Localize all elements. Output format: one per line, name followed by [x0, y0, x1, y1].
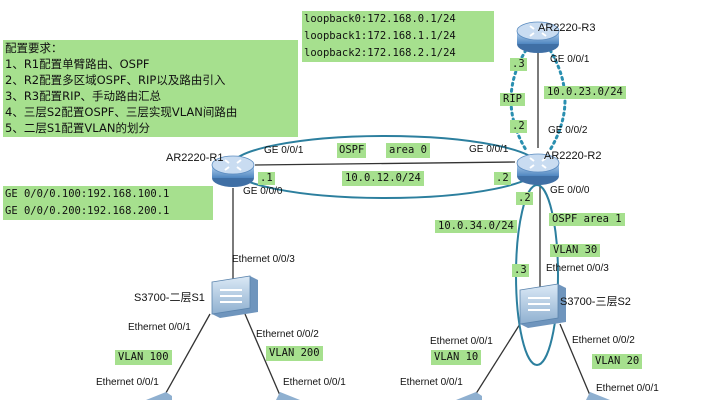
pc-icon: [146, 392, 172, 400]
port-label: GE 0/0/1: [550, 54, 590, 65]
router-icon[interactable]: [516, 21, 560, 53]
loopback-entry: loopback2:172.168.2.1/24: [304, 47, 456, 59]
host-label: .3: [510, 58, 527, 71]
port-label: Ethernet 0/0/1: [283, 377, 346, 388]
subnet-label: 10.0.12.0/24: [342, 171, 424, 186]
requirements-title: 配置要求：: [5, 41, 63, 55]
requirement-item: 1、R1配置单臂路由、OSPF: [5, 57, 150, 71]
router-icon[interactable]: [211, 155, 255, 187]
link-s2-pc-right: [559, 323, 593, 400]
vlan-label: VLAN 20: [592, 354, 643, 369]
pc-icon: [276, 392, 300, 400]
vlan-label: VLAN 30: [550, 244, 601, 257]
port-label: Ethernet 0/0/2: [256, 329, 319, 340]
port-label: Ethernet 0/0/2: [572, 335, 635, 346]
subnet-label: 10.0.23.0/24: [544, 86, 626, 99]
loopback-entry: loopback0:172.168.0.1/24: [304, 13, 456, 25]
link-s2-pc-left: [471, 323, 521, 400]
r1-subif-box: GE 0/0/0.100:192.168.100.1 GE 0/0/0.200:…: [3, 186, 213, 220]
host-label: .2: [494, 172, 511, 185]
area-label: area 0: [386, 143, 430, 158]
switch-icon[interactable]: [519, 283, 566, 328]
requirement-item: 5、二层S1配置VLAN的划分: [5, 121, 150, 135]
requirement-item: 2、R2配置多区域OSPF、RIP以及路由引入: [5, 73, 226, 87]
vlan-label: VLAN 100: [115, 350, 172, 365]
vlan-label: VLAN 200: [266, 346, 323, 361]
port-label: Ethernet 0/0/1: [596, 383, 659, 394]
device-name-s1: S3700-二层S1: [134, 292, 205, 304]
port-label: Ethernet 0/0/1: [430, 336, 493, 347]
port-label: GE 0/0/0: [243, 186, 283, 197]
port-label: Ethernet 0/0/3: [546, 263, 609, 274]
vlan-label: VLAN 10: [431, 350, 482, 365]
switch-icon[interactable]: [211, 275, 258, 318]
link-r1-r2: [254, 161, 516, 166]
ospf-label: OSPF: [337, 143, 367, 158]
host-label: .3: [512, 264, 529, 277]
rip-label: RIP: [500, 93, 525, 106]
area-label: OSPF area 1: [549, 213, 625, 226]
pc-icon: [456, 392, 482, 400]
requirements-box: 配置要求： 1、R1配置单臂路由、OSPF 2、R2配置多区域OSPF、RIP以…: [3, 40, 298, 137]
port-label: Ethernet 0/0/1: [128, 322, 191, 333]
device-name-r3: AR2220-R3: [538, 22, 596, 34]
device-name-r2: AR2220-R2: [544, 150, 602, 162]
requirement-item: 3、R3配置RIP、手动路由汇总: [5, 89, 161, 103]
requirement-item: 4、三层S2配置OSPF、三层实现VLAN间路由: [5, 105, 238, 119]
host-label: .2: [516, 192, 533, 205]
subif-entry: GE 0/0/0.100:192.168.100.1: [5, 188, 170, 200]
subnet-label: 10.0.34.0/24: [435, 220, 517, 233]
port-label: Ethernet 0/0/3: [232, 254, 295, 265]
link-s1-pc-left: [161, 313, 211, 400]
loopback-box: loopback0:172.168.0.1/24 loopback1:172.1…: [302, 11, 494, 62]
loopback-entry: loopback1:172.168.1.1/24: [304, 30, 456, 42]
link-s1-pc-right: [244, 313, 283, 400]
port-label: GE 0/0/1: [469, 144, 509, 155]
port-label: GE 0/0/2: [548, 125, 588, 136]
router-icon[interactable]: [516, 153, 560, 185]
port-label: GE 0/0/1: [264, 145, 304, 156]
port-label: Ethernet 0/0/1: [96, 377, 159, 388]
port-label: Ethernet 0/0/1: [400, 377, 463, 388]
port-label: GE 0/0/0: [550, 185, 590, 196]
host-label: .2: [510, 120, 527, 133]
device-name-s2: S3700-三层S2: [560, 296, 631, 308]
pc-icon: [586, 392, 610, 400]
device-name-r1: AR2220-R1: [166, 152, 224, 164]
subif-entry: GE 0/0/0.200:192.168.200.1: [5, 205, 170, 217]
host-label: .1: [258, 172, 275, 185]
